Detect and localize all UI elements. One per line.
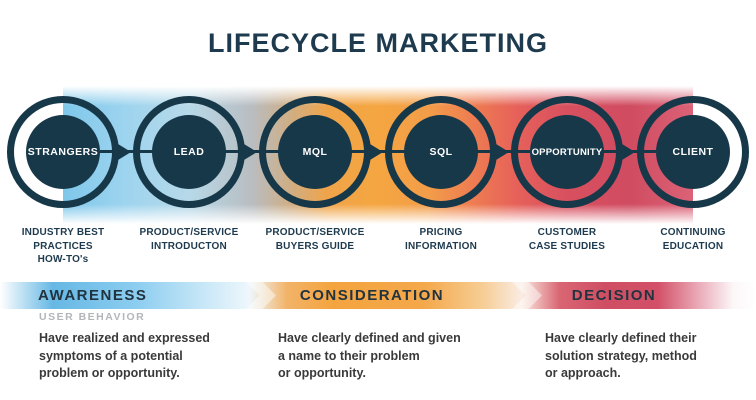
stage-circle-opportunity: OPPORTUNITY — [511, 96, 623, 208]
stage-circle-core: STRANGERS — [26, 115, 100, 189]
phase-label-decision: DECISION — [571, 287, 657, 304]
stage-circle-client: CLIENT — [637, 96, 749, 208]
stage-name: SQL — [429, 146, 453, 158]
user-behavior-label: USER BEHAVIOR — [39, 311, 146, 323]
behavior-text-awareness: Have realized and expressed symptoms of … — [39, 331, 210, 380]
arrow-right-icon — [244, 144, 257, 160]
arrow-right-icon — [496, 144, 509, 160]
stage-name: OPPORTUNITY — [531, 146, 603, 158]
stage-offer-label: CONTINUING EDUCATION — [660, 227, 726, 252]
chevron-right-icon — [512, 282, 542, 309]
stage-circle-core: OPPORTUNITY — [530, 115, 604, 189]
stage-circle-mql: MQL — [259, 96, 371, 208]
stage-offer-label: PRICING INFORMATION — [404, 227, 477, 252]
phase-label-consideration: CONSIDERATION — [299, 287, 445, 304]
stage-offer-label: PRODUCT/SERVICE INTRODUCTON — [139, 227, 239, 252]
stage-name: CLIENT — [672, 146, 714, 158]
stage-name: STRANGERS — [27, 146, 99, 158]
behavior-text-decision: Have clearly defined their solution stra… — [545, 331, 697, 380]
stage-offer-label: PRODUCT/SERVICE BUYERS GUIDE — [265, 227, 365, 252]
stage-circle-core: SQL — [404, 115, 478, 189]
arrow-right-icon — [622, 144, 635, 160]
stage-circle-core: MQL — [278, 115, 352, 189]
phase-gradient-bar: AWARENESS CONSIDERATION DECISION — [0, 282, 756, 309]
stage-circle-lead: LEAD — [133, 96, 245, 208]
stage-name: MQL — [302, 146, 328, 158]
stage-circle-core: CLIENT — [656, 115, 730, 189]
chevron-right-icon — [246, 282, 276, 309]
phase-label-awareness: AWARENESS — [38, 287, 148, 304]
stage-circle-sql: SQL — [385, 96, 497, 208]
stage-circle-core: LEAD — [152, 115, 226, 189]
arrow-right-icon — [370, 144, 383, 160]
stage-circle-strangers: STRANGERS — [7, 96, 119, 208]
arrow-right-icon — [118, 144, 131, 160]
page-title: LIFECYCLE MARKETING — [208, 28, 548, 58]
stage-offer-label: CUSTOMER CASE STUDIES — [528, 227, 606, 252]
behavior-text-consideration: Have clearly defined and given a name to… — [278, 331, 461, 380]
stage-name: LEAD — [173, 146, 205, 158]
stage-offer-label: INDUSTRY BEST PRACTICES HOW-TO's — [21, 227, 105, 265]
